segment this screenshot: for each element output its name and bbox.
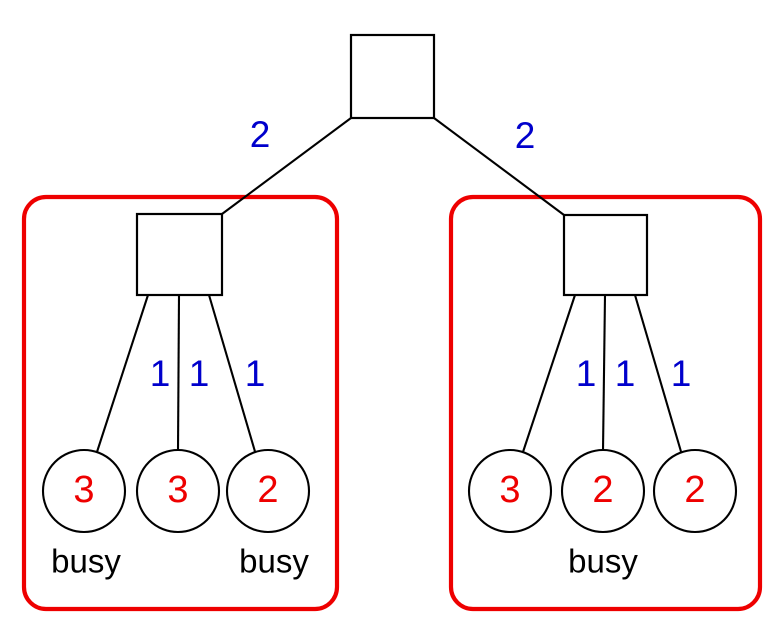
group-box-left [21, 194, 340, 612]
left-group-node[interactable] [135, 212, 224, 297]
leaf-node-left-3[interactable] [225, 448, 311, 534]
edge-label-right-1: 1 [576, 353, 597, 394]
leaf-value-left-2: 3 [167, 469, 188, 511]
leaf-node-left-1[interactable] [41, 448, 127, 534]
edge-right-node-to-leaf-2 [601, 294, 607, 452]
leaf-value-right-1: 3 [499, 469, 520, 511]
right-group-node[interactable] [562, 213, 649, 297]
root-node[interactable] [349, 33, 436, 120]
leaf-node-right-3[interactable] [652, 448, 738, 534]
edge-label-left-3: 1 [245, 353, 266, 394]
status-label-left-1: busy [51, 543, 121, 580]
leaf-node-right-1[interactable] [467, 448, 553, 534]
edge-right-node-to-leaf-1 [521, 294, 576, 456]
edge-label-left-1: 1 [150, 353, 171, 394]
edge-root-to-left-node [221, 117, 352, 215]
status-label-left-2: busy [239, 543, 309, 580]
status-label-right-1: busy [568, 543, 638, 580]
edge-left-node-to-leaf-2 [176, 294, 181, 452]
edge-label-left-2: 1 [189, 353, 210, 394]
edge-root-to-right-node [433, 117, 565, 216]
edge-left-node-to-leaf-3 [207, 294, 258, 456]
edge-left-node-to-leaf-1 [95, 294, 149, 456]
edge-label-right-2: 1 [615, 353, 636, 394]
edge-right-node-to-leaf-3 [633, 294, 684, 456]
leaf-value-left-1: 3 [73, 469, 94, 511]
leaf-value-right-3: 2 [684, 469, 705, 511]
leaf-node-left-2[interactable] [135, 448, 221, 534]
edge-label-right-3: 1 [671, 353, 692, 394]
leaf-value-right-2: 2 [592, 469, 613, 511]
leaf-node-right-2[interactable] [560, 448, 646, 534]
leaf-value-left-3: 2 [257, 469, 278, 511]
edge-label-root-left: 2 [250, 114, 271, 155]
edge-label-root-right: 2 [515, 115, 536, 156]
group-box-right [448, 194, 763, 612]
